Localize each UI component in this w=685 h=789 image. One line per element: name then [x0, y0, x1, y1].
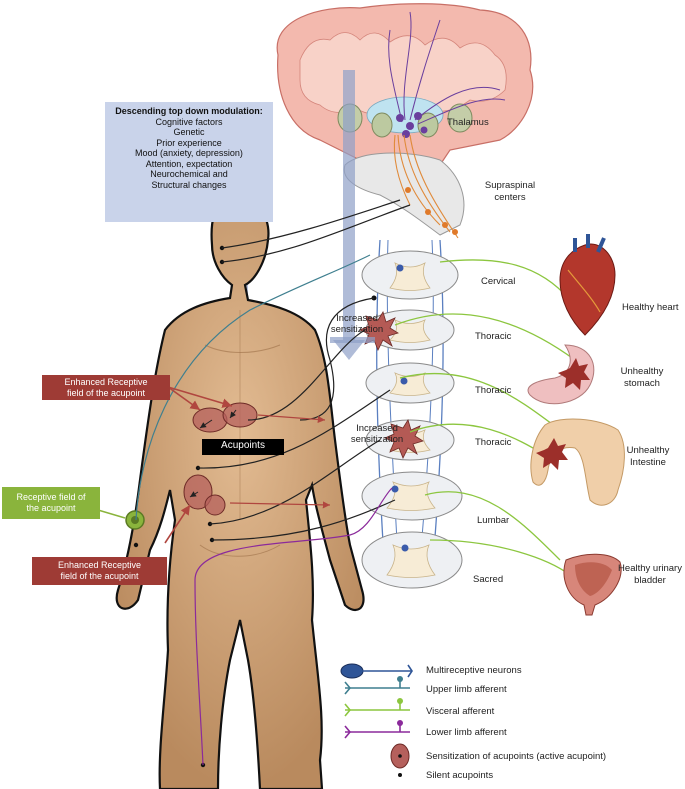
afferent-icon: [344, 676, 410, 695]
enhanced-label-upper-line1: Enhanced Receptive: [64, 377, 148, 387]
sensitization-label-1b: sensitization: [330, 324, 384, 335]
enhanced-label-upper-line2: field of the acupoint: [66, 387, 146, 398]
ascending-fibers: [388, 11, 506, 125]
enhanced-label-lower-line2: field of the acupoint: [60, 570, 139, 581]
modulation-line: Mood (anxiety, depression): [135, 148, 243, 158]
acupoints-label-box: [202, 439, 284, 455]
brainstem: [343, 134, 465, 239]
bladder: [563, 553, 622, 616]
nerve-lines: [135, 199, 411, 766]
stomach-label-1: Unhealthy: [620, 366, 664, 377]
heart-label: Healthy heart: [622, 302, 679, 313]
enhanced-label-lower-box: [32, 557, 167, 585]
intestine-label-2: Intestine: [630, 457, 666, 468]
stomach-label-2: stomach: [624, 378, 660, 389]
modulation-title: Descending top down modulation:: [115, 106, 263, 116]
intestine: [530, 418, 625, 506]
intestine-label-1: Unhealthy: [626, 445, 670, 456]
acupoint-ellipses: [183, 402, 258, 516]
sensitization-label-2b: sensitization: [350, 434, 404, 445]
modulation-line: Neurochemical and: [150, 169, 228, 179]
level-label-cervical: Cervical: [481, 276, 516, 287]
enhanced-label-upper-box: [42, 375, 170, 400]
level-label-lumbar: Lumbar: [477, 515, 510, 526]
bladder-label-1: Healthy urinary: [618, 563, 682, 574]
legend-label-visceral: Visceral afferent: [426, 706, 495, 717]
receptive-field-line2: the acupoint: [26, 502, 76, 513]
legend-label-upper-limb: Upper limb afferent: [426, 684, 507, 695]
silent-acupoints: [127, 245, 377, 768]
enhanced-label-lower-line1: Enhanced Receptive: [57, 560, 142, 570]
bladder-label-2: bladder: [634, 575, 666, 586]
neuron-icon: [340, 663, 413, 679]
modulation-line: Attention, expectation: [145, 158, 233, 169]
inner-acupoint-arrows: [189, 409, 237, 498]
supraspinal-label-1: Supraspinal: [484, 180, 536, 191]
legend-label-silent: Silent acupoints: [426, 770, 494, 781]
thalamus-label: Thalamus: [447, 117, 489, 128]
sensitization-label-1a: Increased: [336, 313, 378, 324]
acupoints-label: Acupoints: [221, 440, 265, 451]
sensitization-label-2a: Increased: [356, 423, 398, 434]
visceral-afferents: [394, 259, 576, 576]
dot-icon: [398, 773, 402, 777]
modulation-box: [105, 102, 273, 222]
modulation-line: Cognitive factors: [155, 116, 223, 127]
level-label-sacred: Sacred: [473, 574, 504, 585]
brain: [276, 3, 534, 166]
receptive-field-label: Receptive field of the acupoint: [2, 492, 100, 513]
supraspinal-label-2: centers: [494, 192, 526, 203]
modulation-text: Descending top down modulation: Cognitiv…: [105, 106, 273, 190]
legend-label-neurons: Multireceptive neurons: [426, 665, 522, 676]
level-label-thoracic-1: Thoracic: [475, 331, 512, 342]
legend-label-lower-limb: Lower limb afferent: [426, 727, 507, 738]
level-label-thoracic-3: Thoracic: [475, 437, 512, 448]
afferent-icon: [344, 698, 410, 717]
modulation-line: Structural changes: [151, 179, 227, 190]
human-body: [115, 196, 365, 789]
modulation-line: Genetic: [173, 127, 205, 137]
legend-icons: [340, 663, 413, 777]
level-label-thoracic-2: Thoracic: [475, 385, 512, 396]
active-acupoint-icon: [390, 743, 410, 769]
afferent-icon: [344, 720, 410, 739]
sensitization-star-2: [384, 419, 424, 459]
receptive-field-circle: [125, 510, 145, 530]
heart: [559, 234, 616, 336]
enhanced-label-upper: Enhanced Receptive field of the acupoint: [42, 377, 170, 398]
receptive-field-line1: Receptive field of: [16, 492, 86, 502]
enhanced-label-lower: Enhanced Receptive field of the acupoint: [32, 560, 167, 581]
stomach: [527, 344, 595, 405]
spinal-cord: [359, 239, 463, 589]
receptive-field-label-box: [2, 487, 100, 519]
modulation-line: Prior experience: [156, 137, 222, 148]
legend-label-active-acupoint: Sensitization of acupoints (active acupo…: [426, 751, 607, 762]
label-arrows: [97, 386, 233, 544]
